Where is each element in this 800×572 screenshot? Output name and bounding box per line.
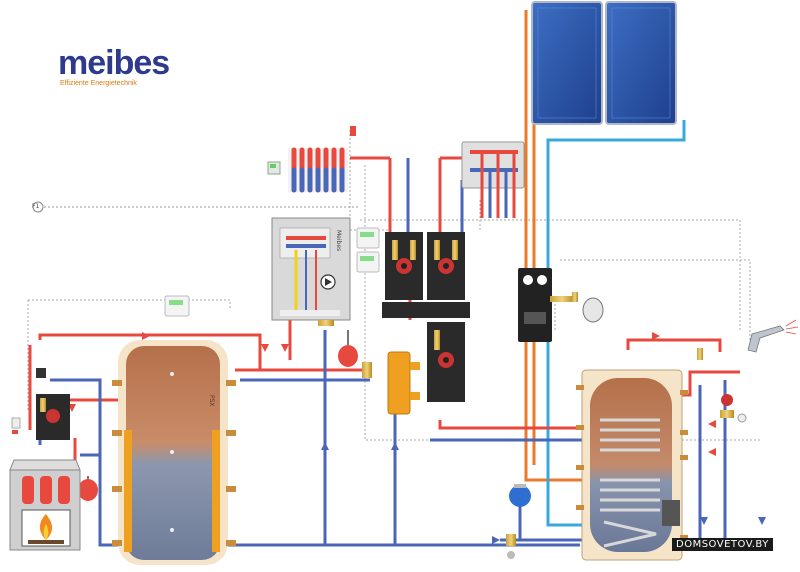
brand-logo: meibes Effiziente Energietechnik	[58, 44, 170, 87]
brand-wordmark: meibes	[58, 44, 170, 82]
solid-fuel-boiler	[9, 459, 81, 551]
room-thermostat-icon	[267, 161, 281, 175]
buffer-tank	[112, 340, 236, 565]
brass-fittings	[318, 292, 578, 378]
dhw-circulation-pump	[720, 394, 747, 423]
solar-collector-2	[605, 1, 677, 125]
watermark: DOMSOVETOV.BY	[672, 538, 773, 551]
cold-pipes	[38, 158, 727, 547]
solar-collector-1	[531, 1, 603, 125]
expansion-vessel-solar	[509, 484, 531, 507]
thermostatic-valve	[36, 368, 46, 378]
expansion-vessel-2	[78, 476, 98, 501]
flow-arrows	[68, 332, 716, 456]
underfloor-manifold	[461, 141, 525, 218]
sensor-line-f1	[32, 201, 360, 213]
dhw-solar-tank	[576, 369, 688, 561]
pump-station-2	[427, 232, 465, 300]
tap-faucet	[747, 319, 799, 353]
cold-water-inlet	[506, 534, 516, 559]
hydraulic-separator	[387, 351, 420, 415]
boiler-pump-group	[36, 394, 70, 440]
expansion-vessel-dhw	[582, 297, 604, 323]
buffer-tank-label: PSX	[208, 395, 215, 407]
pump-station-3	[427, 322, 465, 402]
air-vent-icon	[350, 126, 356, 136]
radiator	[288, 147, 348, 193]
boiler-brand-label: Meibes	[335, 230, 342, 251]
solar-pump-station	[518, 268, 574, 342]
pump-station-1	[385, 232, 423, 300]
distribution-manifold	[382, 302, 470, 318]
mixing-valve	[697, 348, 703, 360]
safety-group	[11, 417, 21, 434]
flow-arrows-blue	[321, 442, 766, 544]
wall-boiler	[271, 217, 351, 321]
expansion-vessel-1	[338, 330, 358, 367]
sensor-tag-label: F1	[32, 203, 40, 210]
controllers	[164, 227, 380, 317]
brand-tagline: Effiziente Energietechnik	[60, 80, 137, 87]
